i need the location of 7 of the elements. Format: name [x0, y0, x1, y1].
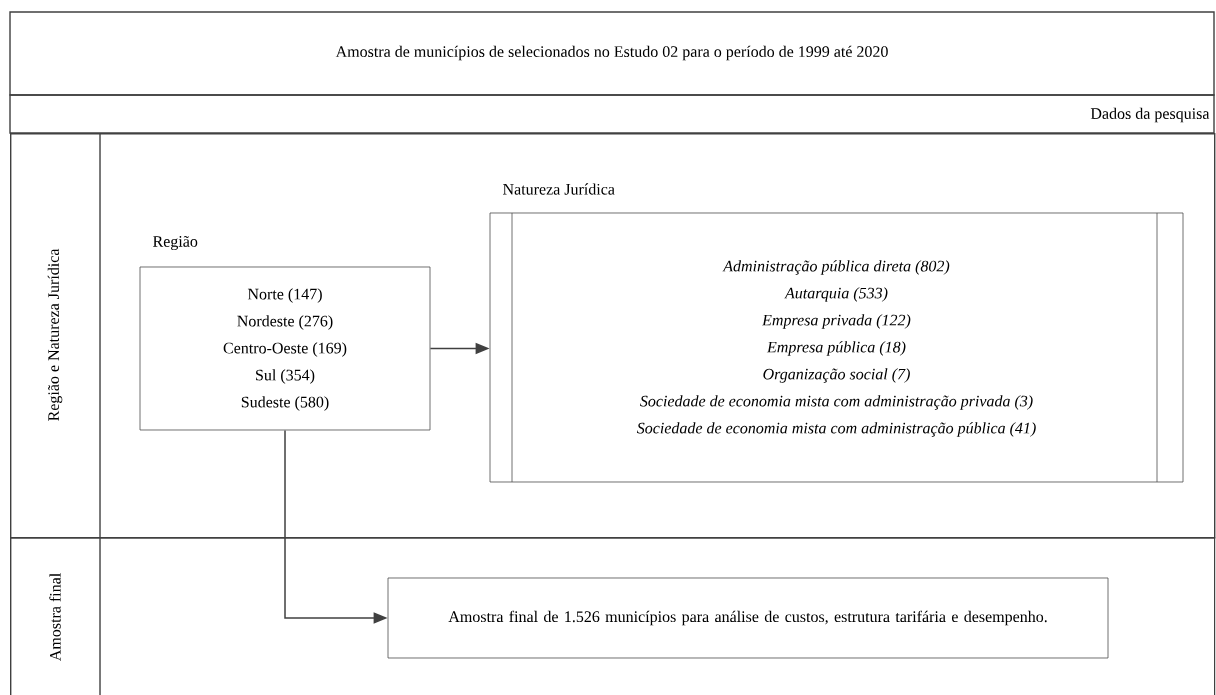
box-heading: Região	[153, 235, 198, 251]
final-sample-box: Amostra final de 1.526 municípios para análise de custos, estrutura tarifária e desempenho.	[387, 577, 1109, 659]
diagram-title: Amostra de municípios de selecionados no Estudo 02 para o período de 1999 até 2020	[335, 45, 888, 61]
region-box: Norte (147) Nordeste (276) Centro-Oeste (169) Sul (354) Sudeste (580)	[139, 266, 431, 431]
legal-nature-box: Administração pública direta (802) Autarquia (533) Empresa privada (122) Empresa pública (18) Organização social (7) Sociedade de economia mista com administração privada (3) Sociedade de economia mista com administração pública (41)	[489, 212, 1184, 483]
box-heading: Natureza Jurídica	[503, 183, 615, 195]
source-note: Dados da pesquisa	[1090, 107, 1210, 123]
